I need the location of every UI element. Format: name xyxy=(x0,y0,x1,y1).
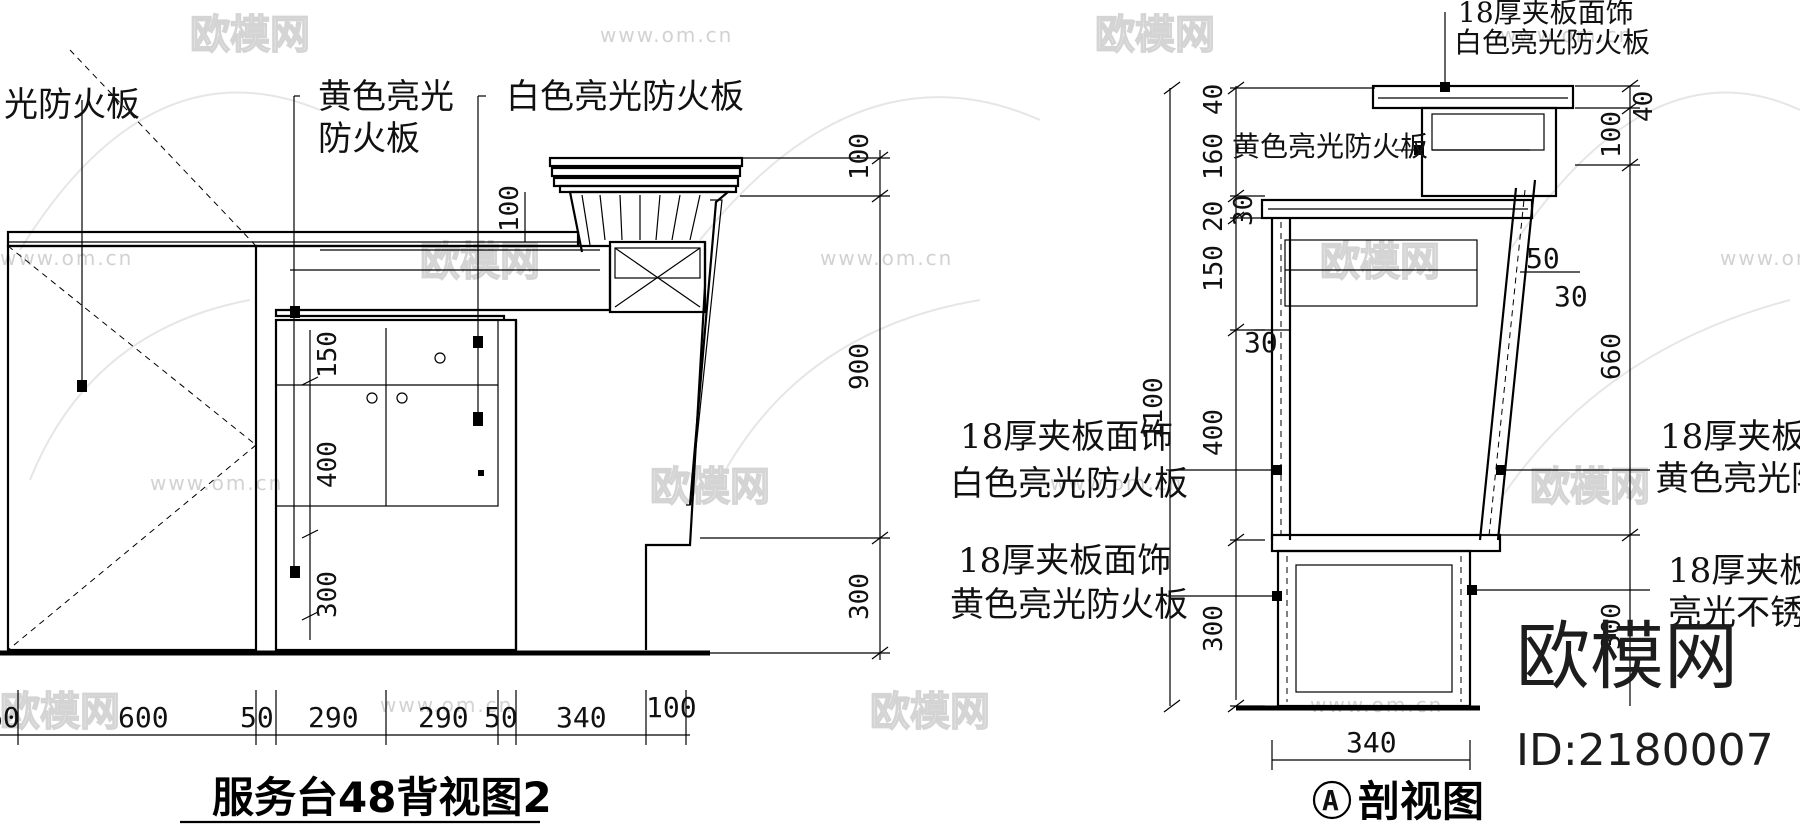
dim-bottom-50: 50 xyxy=(240,701,274,734)
dim-sec-bottom-340: 340 xyxy=(1346,726,1397,759)
dim-bottom-50-b: 50 xyxy=(484,701,518,734)
dim-sec-left-160: 160 xyxy=(1199,133,1229,180)
dim-right-300: 300 xyxy=(845,573,875,620)
brand-logo-text: 欧模网 xyxy=(1516,614,1738,700)
back-view-annotations: 光防火板 黄色亮光 防火板 白色亮光防火板 60 600 50 290 290 … xyxy=(0,77,875,822)
dim-sec-left-300: 300 xyxy=(1199,605,1229,652)
dim-inner-400: 400 xyxy=(313,441,343,488)
dim-sec-right-40: 40 xyxy=(1629,91,1659,122)
dim-bottom-60: 60 xyxy=(0,701,20,734)
dim-bottom-340: 340 xyxy=(556,701,607,734)
dim-sec-inner-30-a: 30 xyxy=(1554,280,1588,313)
watermark-arcs xyxy=(19,91,1800,501)
section-view-annotations: 18厚夹板面饰 白色亮光防火板 黄色亮光防火板 18厚夹板面饰 白色亮光防火板 … xyxy=(950,0,1800,826)
dim-inner-150: 150 xyxy=(313,331,343,378)
watermark-logo: 欧模网 xyxy=(1320,239,1440,285)
watermark-url: www.om.cn xyxy=(150,471,283,495)
section-mark-letter: A xyxy=(1322,784,1339,817)
label-right-mid-yellow: 黄色亮光防 xyxy=(1655,459,1800,499)
watermark-logo: 欧模网 xyxy=(0,689,120,735)
watermark-logo: 欧模网 xyxy=(190,12,310,58)
watermark-logo: 欧模网 xyxy=(1530,464,1650,510)
label-right-low-steel: 亮光不锈钅 xyxy=(1668,593,1800,633)
back-view-title: 服务台48背视图2 xyxy=(212,773,552,822)
label-yellow-gloss-line1: 黄色亮光 xyxy=(318,77,454,117)
dim-sec-right-300: 300 xyxy=(1597,603,1627,650)
watermark-url: www.om.cn xyxy=(380,693,513,717)
dim-inner-300: 300 xyxy=(313,571,343,618)
dim-small-100: 100 xyxy=(495,185,525,232)
label-left-low-plywood: 18厚夹板面饰 xyxy=(958,541,1171,581)
watermark-logo: 欧模网 xyxy=(650,464,770,510)
dim-bottom-290-a: 290 xyxy=(308,701,359,734)
section-view-drawing xyxy=(1163,12,1650,820)
dim-sec-left-400: 400 xyxy=(1199,409,1229,456)
dim-sec-left-1100: 1100 xyxy=(1139,377,1169,440)
label-left-mid-plywood: 18厚夹板面饰 xyxy=(960,417,1173,457)
label-left-low-yellow: 黄色亮光防火板 xyxy=(950,585,1188,625)
dim-sec-left-30: 30 xyxy=(1229,195,1259,226)
watermark-url: www.om.cn xyxy=(1720,246,1800,270)
dim-sec-right-100: 100 xyxy=(1597,111,1627,158)
label-left-mid-white: 白色亮光防火板 xyxy=(950,464,1188,504)
watermark-url: www.om.cn xyxy=(600,23,733,47)
label-right-low-plywood: 18厚夹板面 xyxy=(1668,551,1800,591)
label-fireproof-board-partial: 光防火板 xyxy=(4,85,140,125)
watermark-url: www.om.cn xyxy=(1050,471,1183,495)
back-view-drawing xyxy=(0,49,890,824)
watermark-url: www.om.cn xyxy=(0,246,133,270)
dim-right-900: 900 xyxy=(845,343,875,390)
watermark-logo: 欧模网 xyxy=(1095,12,1215,58)
dim-bottom-600: 600 xyxy=(118,701,169,734)
watermark-logo: 欧模网 xyxy=(870,689,990,735)
dim-sec-left-20: 20 xyxy=(1199,201,1229,232)
section-title: 剖视图 xyxy=(1358,777,1484,826)
label-top-plywood: 18厚夹板面饰 xyxy=(1458,0,1634,29)
watermark-url: www.om.cn xyxy=(1500,23,1633,47)
dim-sec-inner-50: 50 xyxy=(1526,242,1560,275)
brand-id: ID:2180007 xyxy=(1516,725,1774,776)
dim-sec-inner-30-b: 30 xyxy=(1244,326,1278,359)
label-top-white-gloss: 白色亮光防火板 xyxy=(1454,26,1650,59)
dim-sec-left-150: 150 xyxy=(1199,245,1229,292)
dim-bottom-290-b: 290 xyxy=(418,701,469,734)
dim-sec-right-660: 660 xyxy=(1597,333,1627,380)
label-yellow-gloss-line2: 防火板 xyxy=(318,119,420,159)
label-right-mid-plywood: 18厚夹板面 xyxy=(1660,417,1800,457)
dim-bottom-100: 100 xyxy=(646,691,697,724)
label-yellow-gloss-top: 黄色亮光防火板 xyxy=(1232,130,1428,163)
watermark-url: www.om.cn xyxy=(820,246,953,270)
brand-block: 欧模网 ID:2180007 xyxy=(1516,614,1774,776)
dim-sec-left-40: 40 xyxy=(1199,84,1229,115)
label-white-gloss-board: 白色亮光防火板 xyxy=(506,77,744,117)
dim-right-100: 100 xyxy=(845,133,875,180)
